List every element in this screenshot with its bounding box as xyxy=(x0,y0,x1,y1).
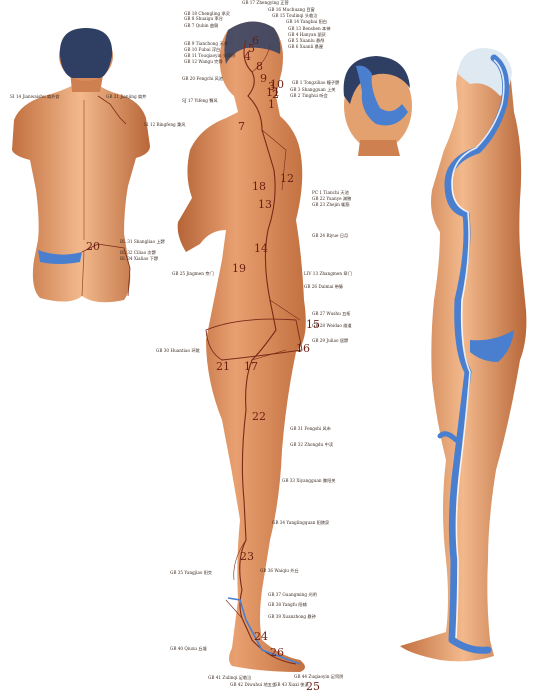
acupoint-label: SI 14 Jianwaishu 肩外俞 xyxy=(10,93,60,100)
acupoint-label: GB 37 Guangming 光明 xyxy=(268,591,317,598)
acupoint-label: GB 25 Jingmen 京门 xyxy=(172,270,214,277)
point-number-22: 22 xyxy=(252,410,266,423)
acupoint-label: PC 1 Tianchi 天池 xyxy=(312,189,350,196)
acupoint-label: GB 7 Qubin 曲鬓 xyxy=(184,22,218,29)
acupoint-label: GB 23 Zhejin 辄筋 xyxy=(312,201,350,208)
acupoint-label: GB 10 Fubai 浮白 xyxy=(184,46,220,53)
acupoint-label: GB 44 Zuqiaoyin 足窍阴 xyxy=(294,673,343,680)
acupoint-label: GB 43 Xiaxi 侠溪 xyxy=(274,681,309,688)
acupoint-label: GB 28 Weidao 维道 xyxy=(312,322,352,329)
back-torso xyxy=(12,82,150,302)
acupoint-label: GB 1 Tongziliao 瞳子髎 xyxy=(292,79,340,86)
acupoint-label: GB 5 Xuanlu 悬颅 xyxy=(288,37,325,44)
acupoint-label: GB 29 Juliao 居髎 xyxy=(312,338,349,344)
acupoint-label: GB 12 Wangu 完骨 xyxy=(184,58,223,65)
point-number-6: 6 xyxy=(252,34,259,47)
acupoint-label: GB 41 Zulinqi 足临泣 xyxy=(208,674,252,681)
acupoint-label: GB 32 Zhongdu 中渎 xyxy=(290,441,333,448)
acupoint-label: GB 21 Jianjing 肩井 xyxy=(106,93,146,100)
detail-neck xyxy=(358,140,400,156)
point-number-24: 24 xyxy=(254,630,268,643)
point-number-16: 16 xyxy=(296,342,310,355)
point-number-13: 13 xyxy=(258,198,272,211)
acupoint-label: GB 17 Zhengying 正营 xyxy=(242,0,289,6)
acupoint-label: SJ 17 Yifeng 翳风 xyxy=(182,97,218,104)
acupoint-label: GB 6 Xuanli 悬厘 xyxy=(288,44,323,50)
acupoint-label: GB 13 Benshen 本神 xyxy=(288,25,330,32)
acupoint-label: GB 9 Tianchong 天冲 xyxy=(184,40,228,47)
acupoint-label: BL 32 Ciliao 次髎 xyxy=(120,249,157,256)
point-number-7: 7 xyxy=(238,120,245,133)
acupoint-label: GB 40 Qiuxu 丘墟 xyxy=(170,645,207,652)
acupoint-label: LIV 13 Zhangmen 章门 xyxy=(304,270,352,277)
acupoint-label: GB 31 Fengshi 风市 xyxy=(290,425,331,432)
point-number-19: 19 xyxy=(232,262,246,275)
acupoint-label: GB 36 Waiqiu 外丘 xyxy=(260,567,299,574)
head-detail-figure xyxy=(344,56,412,156)
acupoint-label: GB 20 Fengchi 风池 xyxy=(182,75,224,82)
point-number-20: 20 xyxy=(86,240,100,253)
acupoint-label: GB 8 Shuaigu 率谷 xyxy=(184,15,224,22)
acupoint-label: GB 35 Yangjiao 阳交 xyxy=(170,569,212,576)
acupoint-label: GB 42 Diwuhui 地五会 xyxy=(230,681,277,688)
acupoint-label: GB 39 Xuanzhong 悬钟 xyxy=(268,613,316,620)
point-number-26: 26 xyxy=(270,646,284,659)
acupoint-label: GB 34 Yanglingquan 阳陵泉 xyxy=(272,519,330,526)
acupoint-label: GB 11 Touqiaoyin 头窍阴 xyxy=(184,52,235,59)
acupoint-label: GB 2 Tinghui 听会 xyxy=(290,92,329,99)
acupoint-label: GB 15 Toulinqi 头临泣 xyxy=(272,12,318,19)
acupoint-label: GB 14 Yangbai 阳白 xyxy=(286,18,327,25)
point-number-23: 23 xyxy=(240,550,254,563)
point-number-18: 18 xyxy=(252,180,266,193)
acupoint-label: GB 4 Hanyan 颔厌 xyxy=(288,31,327,38)
front-view-figure xyxy=(400,48,526,661)
acupoint-label: GB 22 Yuanye 渊腋 xyxy=(312,195,352,202)
acupoint-label: BL 31 Shangliao 上髎 xyxy=(120,238,166,245)
acupoint-label: GB 16 Muchuang 目窗 xyxy=(268,6,315,13)
point-number-17: 17 xyxy=(244,360,258,373)
acupoint-label: GB 26 Daimai 带脉 xyxy=(304,283,344,290)
acupoint-label: GB 33 Xiyangguan 膝阳关 xyxy=(282,477,335,484)
point-number-12: 12 xyxy=(280,172,294,185)
point-number-21: 21 xyxy=(216,360,230,373)
back-hair xyxy=(60,28,112,78)
back-view-figure xyxy=(12,28,150,302)
acupoint-label: GB 30 Huantiao 环跳 xyxy=(156,347,201,354)
point-number-11: 11 xyxy=(266,86,280,99)
point-number-14: 14 xyxy=(254,242,268,255)
acupoint-label: GB 27 Wushu 五枢 xyxy=(312,310,351,317)
acupoint-label: GB 38 Yangfu 阳辅 xyxy=(268,601,307,608)
point-number-9: 9 xyxy=(260,72,267,85)
acupoint-label: GB 3 Shangguan 上关 xyxy=(290,86,335,93)
acupoint-label: SI 12 Bingfeng 秉风 xyxy=(144,121,186,128)
acupoint-label: GB 24 Riyue 日月 xyxy=(312,233,348,239)
